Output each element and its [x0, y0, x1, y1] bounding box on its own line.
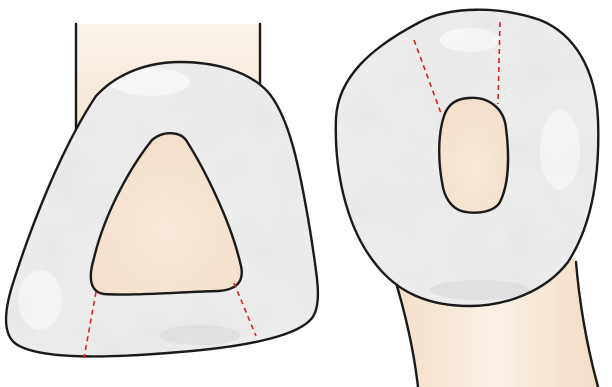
right-tooth-figure	[330, 0, 610, 387]
left-tooth-figure	[0, 24, 330, 365]
right-core-opening	[439, 98, 508, 213]
